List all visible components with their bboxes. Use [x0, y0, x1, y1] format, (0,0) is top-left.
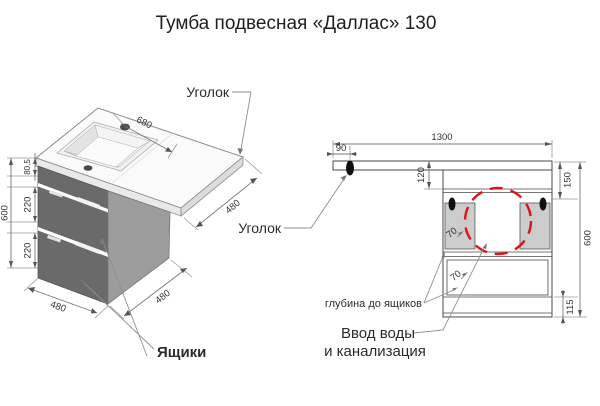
front-view: 1300 90 120 150 600	[238, 132, 593, 360]
dimension-120: 120	[416, 161, 431, 189]
front-countertop	[332, 160, 553, 171]
dim-text-70-lower: 70	[448, 268, 463, 283]
arrowhead	[452, 287, 458, 291]
leader-drawers-1	[101, 238, 148, 357]
page-title: Тумба подвесная «Даллас» 130	[156, 13, 437, 34]
dim-text-90: 90	[336, 143, 347, 154]
cabinet-side-face	[107, 190, 171, 305]
leader-depth-2	[423, 288, 457, 304]
dimension-offset-90: 90	[327, 143, 357, 156]
dimension-apron-80-5: 80,5	[23, 153, 37, 181]
dim-text-480-width: 480	[49, 299, 68, 315]
countertop-right-edge	[180, 156, 244, 217]
arrowhead	[237, 148, 243, 155]
drawer-highlight	[49, 190, 63, 198]
dimension-drawer-220-bottom: 220	[23, 233, 37, 268]
dim-text-115: 115	[565, 299, 576, 314]
drawer-side-panel-left	[444, 202, 476, 250]
label-water-inlet-line2: и канализация	[324, 343, 426, 360]
label-depth-to-drawers: глубина до ящиков	[325, 298, 422, 310]
arrowhead	[441, 252, 445, 258]
water-inlet-zone-circle	[463, 186, 533, 256]
arrowhead	[81, 280, 87, 286]
isometric-view: 600 80,5 220 220 680	[0, 84, 263, 361]
label-drawers: Ящики	[157, 344, 206, 361]
sink-module-seam	[110, 132, 174, 185]
drawer-highlight	[77, 197, 100, 209]
dim-text-150: 150	[563, 172, 574, 188]
dim-text-220-top: 220	[23, 197, 34, 213]
label-water-inlet-line1: Ввод воды	[341, 325, 415, 342]
dim-text-480-depth: 480	[153, 288, 172, 306]
leader-depth-1	[423, 253, 445, 304]
leader-water-inlet	[413, 245, 486, 334]
dim-text-1300: 1300	[431, 132, 452, 143]
arrowhead	[340, 175, 347, 181]
dimension-height-600-front: 600	[578, 162, 594, 317]
leader-drawers-2	[80, 279, 155, 350]
dimension-drawer-220-top: 220	[23, 187, 37, 222]
drain-hole	[83, 165, 93, 171]
front-cabinet	[442, 169, 553, 318]
dimension-height-600: 600	[0, 158, 13, 268]
drawer-highlight	[47, 235, 61, 243]
dimension-width-1300: 1300	[333, 132, 552, 146]
arrowhead	[482, 243, 487, 250]
leader-corner-top	[232, 91, 252, 153]
arrowhead	[100, 238, 104, 245]
front-extension-lines	[332, 140, 587, 318]
dim-text-120: 120	[416, 167, 427, 183]
sink-basin-floor	[75, 136, 139, 168]
bracket-bolt-left	[346, 160, 354, 176]
dimension-cabinet-width-480: 480	[27, 287, 98, 315]
dim-text-80-5: 80,5	[23, 159, 32, 175]
leader-corner-side	[284, 178, 345, 229]
drawer-highlight	[75, 241, 100, 254]
lower-drawer-box	[446, 259, 549, 296]
dim-text-480-counter: 480	[223, 198, 242, 217]
dim-text-600: 600	[0, 205, 11, 221]
dimension-115: 115	[561, 290, 576, 324]
dim-text-600-front: 600	[583, 230, 594, 246]
dim-text-220-bottom: 220	[23, 243, 34, 259]
label-corner-bracket-side: Уголок	[238, 220, 282, 236]
dimension-70-lower: 70	[448, 268, 468, 284]
bracket-bolt-cabinet-right	[539, 197, 547, 211]
iso-extension-lines	[7, 111, 263, 320]
label-corner-bracket-top: Уголок	[186, 84, 230, 100]
dimension-150: 150	[558, 162, 574, 199]
bracket-bolt-cabinet-left	[448, 197, 456, 211]
